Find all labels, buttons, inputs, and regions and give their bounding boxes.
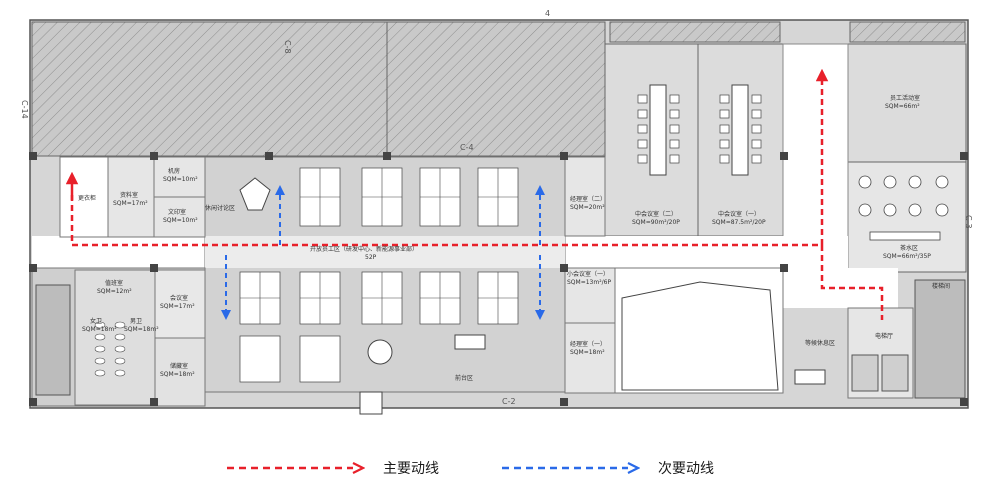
hatched-zone-mid bbox=[386, 21, 606, 157]
label-duty: 值班室 bbox=[105, 279, 123, 287]
print-room bbox=[153, 196, 206, 238]
label-meeting2-area: SQM=90m²/20P bbox=[632, 219, 680, 226]
legend-secondary-label: 次要动线 bbox=[658, 461, 714, 477]
waiting-void bbox=[621, 281, 779, 391]
label-archive: 资料室 bbox=[120, 191, 138, 199]
label-print-room: 文印室 bbox=[168, 208, 186, 216]
legend-primary-line bbox=[227, 462, 365, 474]
label-duty-area: SQM=12m² bbox=[97, 288, 132, 295]
label-lounge: 休闲讨论区 bbox=[205, 204, 235, 212]
legend-primary-label: 主要动线 bbox=[383, 461, 439, 477]
structural-columns bbox=[29, 152, 968, 406]
bottom-notch bbox=[359, 391, 383, 415]
secondary-routes bbox=[221, 185, 545, 320]
label-elevator-hall: 电梯厅 bbox=[875, 332, 893, 340]
lounge-sofa bbox=[454, 334, 486, 350]
label-print-room-area: SQM=10m² bbox=[163, 217, 198, 224]
axis-c2: C-2 bbox=[502, 397, 516, 406]
toilet-stalls bbox=[94, 321, 126, 377]
label-mgr1-area: SQM=18m² bbox=[570, 349, 605, 356]
label-male-area: SQM=18m² bbox=[124, 326, 159, 333]
label-front-desk: 前台区 bbox=[455, 374, 473, 382]
label-archive-area: SQM=17m² bbox=[113, 200, 148, 207]
label-meeting-small: 会议室 bbox=[170, 294, 188, 302]
elevator-2 bbox=[881, 354, 909, 392]
label-mgr2: 经理室（二） bbox=[570, 195, 606, 203]
label-open-office-sub: 52P bbox=[365, 254, 377, 261]
legend-primary: 主要动线 bbox=[225, 455, 439, 481]
axis-c8: C-8 bbox=[283, 40, 292, 54]
label-female: 女卫 bbox=[90, 317, 102, 325]
label-meeting1-area: SQM=87.5m²/20P bbox=[712, 219, 766, 226]
open-office-band bbox=[205, 236, 565, 268]
label-waiting: 等候休息区 bbox=[805, 339, 835, 347]
machine-room bbox=[153, 156, 206, 198]
axis-c4: C-4 bbox=[460, 143, 474, 152]
hatched-zone-far-right bbox=[849, 21, 966, 43]
label-meeting-small-area: SQM=17m² bbox=[160, 303, 195, 310]
hatched-zone-right bbox=[609, 21, 781, 43]
storage-room bbox=[154, 337, 206, 407]
meeting-table-2 bbox=[649, 84, 667, 176]
label-storage-area: SQM=18m² bbox=[160, 371, 195, 378]
manager-room-1 bbox=[564, 322, 616, 394]
hatched-zone-left bbox=[31, 21, 388, 157]
label-meeting2: 中会议室（二） bbox=[635, 210, 677, 218]
label-stair: 楼梯间 bbox=[932, 282, 950, 290]
floor-plan: 4 C-14 C-8 C-4 C-3 C-2 更衣柜 机房 SQM=10m² 资… bbox=[20, 9, 973, 415]
waiting-sofa bbox=[794, 369, 826, 385]
stairwell-right bbox=[914, 279, 966, 399]
manager-room-2 bbox=[564, 156, 606, 237]
label-machine-room: 机房 bbox=[168, 167, 180, 175]
label-machine-room-area: SQM=10m² bbox=[163, 176, 198, 183]
label-female-area: SQM=18m² bbox=[82, 326, 117, 333]
label-mgr1: 经理室（一） bbox=[570, 340, 606, 348]
legend-secondary: 次要动线 bbox=[500, 455, 714, 481]
label-male: 男卫 bbox=[130, 318, 142, 325]
lounge-round-table bbox=[367, 339, 393, 365]
label-staff-activity-area: SQM=66m² bbox=[885, 103, 920, 110]
label-meeting1: 中会议室（一） bbox=[718, 210, 760, 218]
tea-tables bbox=[858, 175, 949, 241]
archive-room bbox=[107, 156, 155, 238]
legend-secondary-line bbox=[502, 462, 640, 474]
label-staff-activity: 员工活动室 bbox=[890, 94, 920, 102]
stairwell-left bbox=[35, 284, 71, 396]
small-meeting-room-1 bbox=[564, 267, 616, 324]
label-storage: 储藏室 bbox=[170, 362, 188, 370]
label-tea-area: SQM=66m²/35P bbox=[883, 253, 931, 260]
label-reception: 更衣柜 bbox=[78, 194, 96, 202]
axis-c14: C-14 bbox=[20, 100, 29, 119]
label-tea: 茶水区 bbox=[900, 244, 918, 252]
meeting-table-1 bbox=[731, 84, 749, 176]
label-small-meeting-area: SQM=13m²/6P bbox=[567, 279, 611, 286]
discussion-area-table bbox=[239, 177, 271, 211]
workstation-dividers bbox=[240, 168, 518, 324]
axis-c3: C-3 bbox=[964, 215, 973, 229]
elevator-1 bbox=[851, 354, 879, 392]
meeting-chairs bbox=[637, 94, 762, 164]
label-mgr2-area: SQM=20m² bbox=[570, 204, 605, 211]
axis-top: 4 bbox=[545, 9, 550, 18]
label-small-meeting: 小会议室（一） bbox=[567, 270, 609, 278]
reception-entry bbox=[59, 156, 109, 238]
label-open-office: 开放员工区（研发中心、新能源事业部） bbox=[310, 245, 418, 253]
